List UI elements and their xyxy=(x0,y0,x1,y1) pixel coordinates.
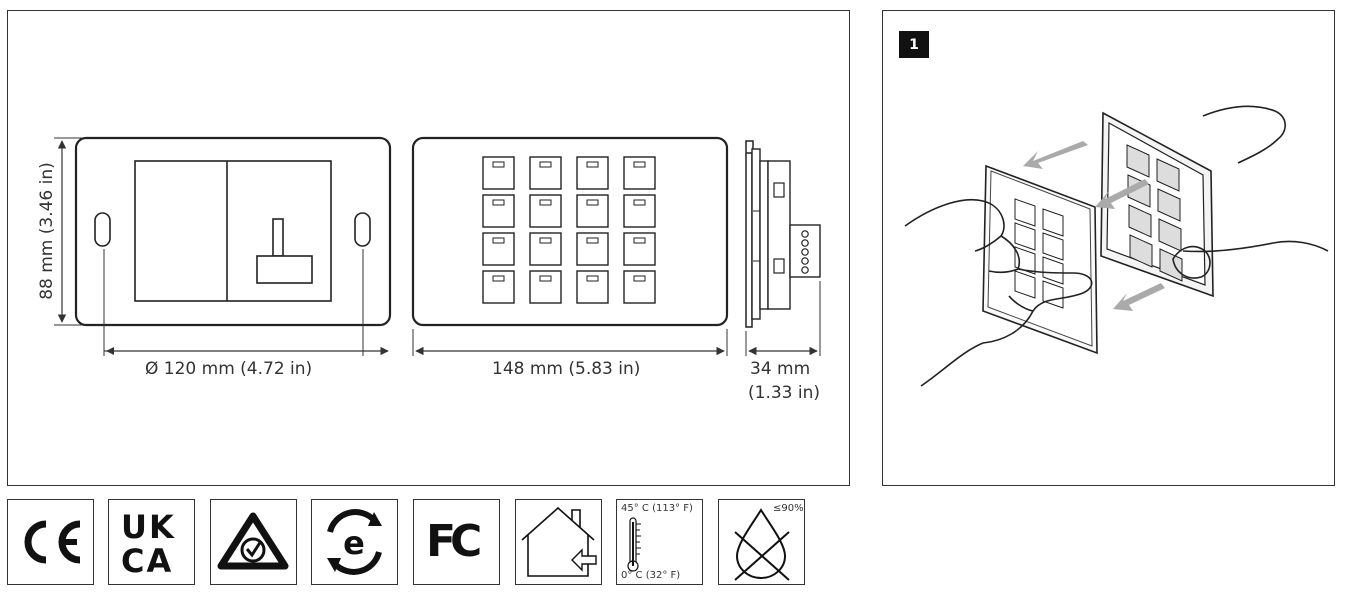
temperature-range-box: 45° C (113° F) 0° C (32° F) xyxy=(616,499,703,585)
hole-spacing-label: Ø 120 mm (4.72 in) xyxy=(145,359,313,379)
keypad-front-view xyxy=(411,136,729,327)
ce-mark-icon xyxy=(24,520,81,564)
left-screw-hole xyxy=(94,212,111,247)
installation-panel: 1 xyxy=(882,10,1335,486)
socket-front-view xyxy=(74,136,392,327)
keypad-led-indicator xyxy=(539,161,552,168)
mounted-key xyxy=(1126,144,1150,178)
depth-dimension-line xyxy=(745,281,821,356)
ukca-line1: UK xyxy=(121,508,176,546)
hole-spacing-dimension-line xyxy=(103,249,389,356)
mounted-key xyxy=(1156,158,1180,192)
cover-plate-window xyxy=(1014,198,1036,227)
width-label: 148 mm (5.83 in) xyxy=(492,359,641,379)
humidity-box: ≤90% xyxy=(718,499,805,585)
mounted-keypad-unit xyxy=(1100,111,1214,298)
height-dimension-line xyxy=(54,137,82,326)
rcm-mark-icon xyxy=(217,512,289,570)
mounted-key xyxy=(1157,188,1181,222)
removal-arrows xyxy=(1023,141,1165,311)
hands-illustration xyxy=(904,105,1329,387)
depth-label-in: (1.33 in) xyxy=(748,383,821,403)
step-number-badge: 1 xyxy=(899,31,929,58)
keypad-led-indicator xyxy=(633,161,646,168)
keypad-led-indicator xyxy=(539,237,552,244)
humidity-icon xyxy=(734,508,790,581)
keypad-led-indicator xyxy=(539,275,552,282)
dimensions-panel: 88 mm (3.46 in) Ø 120 mm (4.72 in) 148 m… xyxy=(7,10,850,486)
cover-plate xyxy=(982,164,1098,355)
mounted-key xyxy=(1128,204,1152,238)
indoor-use-icon xyxy=(521,506,597,577)
cover-plate-window xyxy=(1042,232,1064,261)
svg-text:e: e xyxy=(343,524,365,562)
cover-plate-window xyxy=(1042,256,1064,285)
fcc-mark-text: FC xyxy=(426,516,482,567)
width-dimension-line xyxy=(412,329,728,356)
cover-plate-window xyxy=(1014,222,1036,251)
keypad-led-indicator xyxy=(492,237,505,244)
keypad-led-indicator xyxy=(492,199,505,206)
temperature-range-icon xyxy=(627,517,641,572)
keypad-led-indicator xyxy=(586,237,599,244)
installation-illustration xyxy=(904,105,1329,387)
dimension-drawing xyxy=(54,136,821,356)
recycle-e-mark-box: e xyxy=(311,499,398,585)
side-profile-view xyxy=(745,140,821,328)
keypad-led-indicator xyxy=(586,275,599,282)
humidity-max-label: ≤90% xyxy=(773,503,804,514)
keypad-led-indicator xyxy=(633,199,646,206)
keypad-led-indicator xyxy=(586,199,599,206)
keypad-led-indicator xyxy=(633,237,646,244)
temp-max-label: 45° C (113° F) xyxy=(621,503,693,514)
cover-plate-window xyxy=(1042,208,1064,237)
keypad-button xyxy=(623,156,656,190)
temp-min-label: 0° C (32° F) xyxy=(621,570,681,581)
switch-toggle xyxy=(272,218,284,257)
rcm-mark-box xyxy=(210,499,297,585)
keypad-led-indicator xyxy=(539,199,552,206)
switch-base xyxy=(256,255,313,284)
cover-plate-window xyxy=(1014,246,1036,275)
right-screw-hole xyxy=(354,212,371,247)
keypad-led-indicator xyxy=(586,161,599,168)
keypad-button xyxy=(482,232,515,266)
depth-label-mm: 34 mm xyxy=(750,359,811,379)
keypad-led-indicator xyxy=(492,161,505,168)
mounted-key xyxy=(1129,234,1153,268)
recycle-e-icon: e xyxy=(327,509,382,575)
ce-mark-box xyxy=(7,499,94,585)
height-label: 88 mm (3.46 in) xyxy=(37,162,57,300)
ukca-mark-box: UK CA xyxy=(108,499,195,585)
keypad-led-indicator xyxy=(633,275,646,282)
indoor-use-box xyxy=(515,499,602,585)
keypad-led-indicator xyxy=(492,275,505,282)
cover-plate-window xyxy=(1014,270,1036,299)
fcc-mark-box: FC xyxy=(413,499,500,585)
ukca-line2: CA xyxy=(121,542,174,580)
keypad-button xyxy=(529,270,562,304)
